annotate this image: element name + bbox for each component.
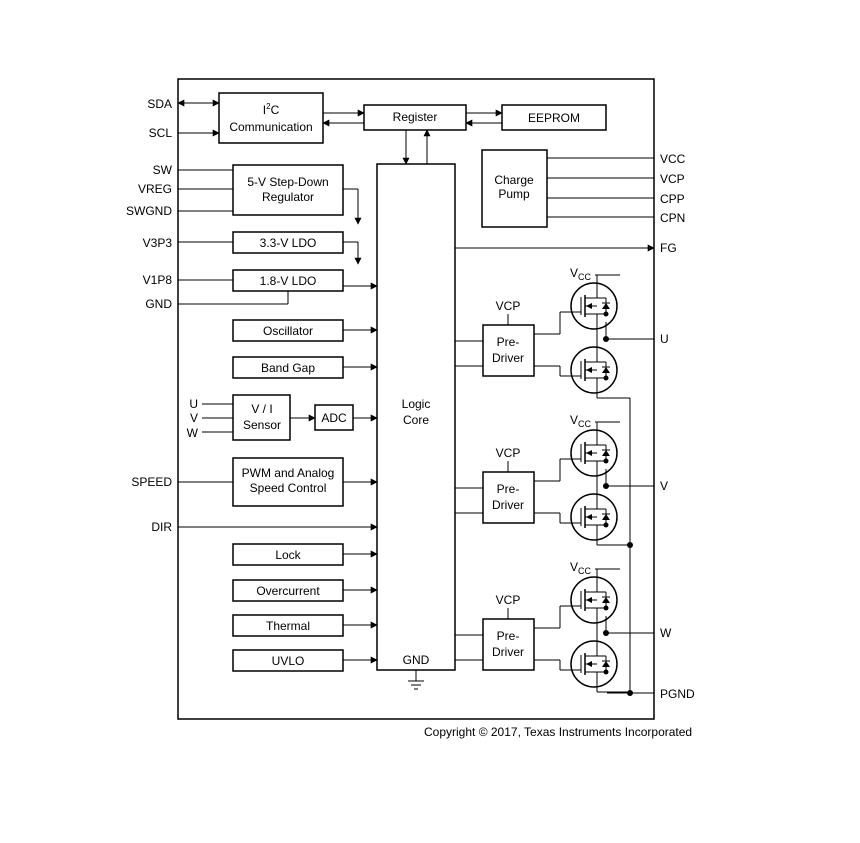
pin-fg: FG [660,241,677,255]
pin-sw: SW [153,163,173,177]
chip-outline [177,78,655,720]
step-down-regulator-block: 5-V Step-Down Regulator [232,164,344,216]
adc-block: ADC [314,404,354,431]
pin-pgnd: PGND [660,687,695,701]
pin-v-sense: V [190,411,198,425]
vcc-supply-label: VCC [570,266,592,282]
pre-driver-label: Driver [492,351,524,365]
svg-text:5-V Step-Down: 5-V Step-Down [247,175,328,189]
svg-text:1.8-V LDO: 1.8-V LDO [260,274,317,288]
band-gap-block: Band Gap [232,356,344,379]
svg-text:Overcurrent: Overcurrent [256,584,320,598]
pin-swgnd: SWGND [126,204,172,218]
low-side-mosfet-v-icon [570,493,618,541]
uvlo-block: UVLO [232,649,344,672]
pin-gnd: GND [145,297,172,311]
thermal-block: Thermal [232,614,344,637]
svg-text:GND: GND [403,653,430,667]
pin-out-v: V [660,479,668,493]
vcc-supply-label: VCC [570,560,592,576]
svg-text:I2C: I2C [263,102,280,117]
pre-driver-label: Driver [492,498,524,512]
svg-text:Communication: Communication [229,120,312,134]
output-stage-w: Pre- Driver VCP VCC [455,560,654,693]
svg-text:Sensor: Sensor [243,418,281,432]
lock-block: Lock [232,543,344,566]
pin-vcp: VCP [660,172,685,186]
svg-text:V / I: V / I [251,402,272,416]
output-stage-u: Pre- Driver VCP VCC [455,266,654,399]
pre-driver-w: Pre- Driver VCP [482,593,535,671]
ldo-3v3-block: 3.3-V LDO [232,231,344,254]
high-side-mosfet-w-icon [570,576,618,624]
low-side-mosfet-w-icon [570,640,618,688]
eeprom-block: EEPROM [501,104,607,131]
svg-text:EEPROM: EEPROM [528,111,580,125]
high-side-mosfet-u-icon [570,282,618,330]
pre-driver-u: Pre- Driver VCP [482,299,535,377]
pre-driver-label: Pre- [497,335,520,349]
pin-cpp: CPP [660,192,685,206]
output-stage-v: Pre- Driver VCP VCC [455,413,654,546]
oscillator-block: Oscillator [232,319,344,342]
svg-text:Oscillator: Oscillator [263,324,313,338]
svg-text:ADC: ADC [321,411,347,425]
high-side-mosfet-v-icon [570,429,618,477]
charge-pump-block: Charge Pump [481,149,548,228]
pin-v3p3: V3P3 [143,236,173,250]
svg-text:Lock: Lock [275,548,301,562]
svg-text:Thermal: Thermal [266,619,310,633]
ldo-1v8-block: 1.8-V LDO [232,269,344,292]
pin-out-u: U [660,332,669,346]
pwm-speed-control-block: PWM and Analog Speed Control [232,457,344,507]
pin-speed: SPEED [131,475,172,489]
pin-sda: SDA [147,97,172,111]
svg-text:PWM and Analog: PWM and Analog [242,466,335,480]
logic-core-block: Logic Core GND [376,163,456,671]
pin-w-sense: W [187,426,199,440]
vi-sensor-block: V / I Sensor [232,394,291,441]
pre-driver-vcp-label: VCP [496,299,521,313]
low-side-mosfet-u-icon [570,346,618,394]
copyright-notice: Copyright © 2017, Texas Instruments Inco… [424,725,693,739]
ground-symbol [408,670,424,690]
svg-text:Logic: Logic [402,397,431,411]
register-block: Register [363,104,467,131]
svg-text:3.3-V LDO: 3.3-V LDO [260,236,317,250]
i2c-block: I2C Communication [218,92,324,144]
pin-out-w: W [660,626,672,640]
pre-driver-label: Pre- [497,482,520,496]
pre-driver-label: Driver [492,645,524,659]
pin-vreg: VREG [138,182,172,196]
pin-dir: DIR [151,520,172,534]
pin-u-sense: U [189,397,198,411]
pre-driver-vcp-label: VCP [496,446,521,460]
pre-driver-vcp-label: VCP [496,593,521,607]
svg-text:Speed Control: Speed Control [250,481,327,495]
pin-scl: SCL [149,126,173,140]
vcc-supply-label: VCC [570,413,592,429]
svg-text:UVLO: UVLO [272,654,305,668]
pgnd-rail [607,398,654,696]
svg-text:Core: Core [403,413,429,427]
pin-vcc: VCC [660,152,686,166]
svg-text:Charge: Charge [494,173,534,187]
overcurrent-block: Overcurrent [232,579,344,602]
svg-text:Pump: Pump [498,187,530,201]
pre-driver-v: Pre- Driver VCP [482,446,535,524]
output-stages: Pre-DriverVCPVCCPre-DriverVCPVCCPre-Driv… [455,266,654,693]
pre-driver-label: Pre- [497,629,520,643]
svg-text:Register: Register [393,110,438,124]
pin-cpn: CPN [660,211,685,225]
svg-text:Band Gap: Band Gap [261,361,315,375]
svg-text:Regulator: Regulator [262,190,314,204]
pin-v1p8: V1P8 [143,273,173,287]
